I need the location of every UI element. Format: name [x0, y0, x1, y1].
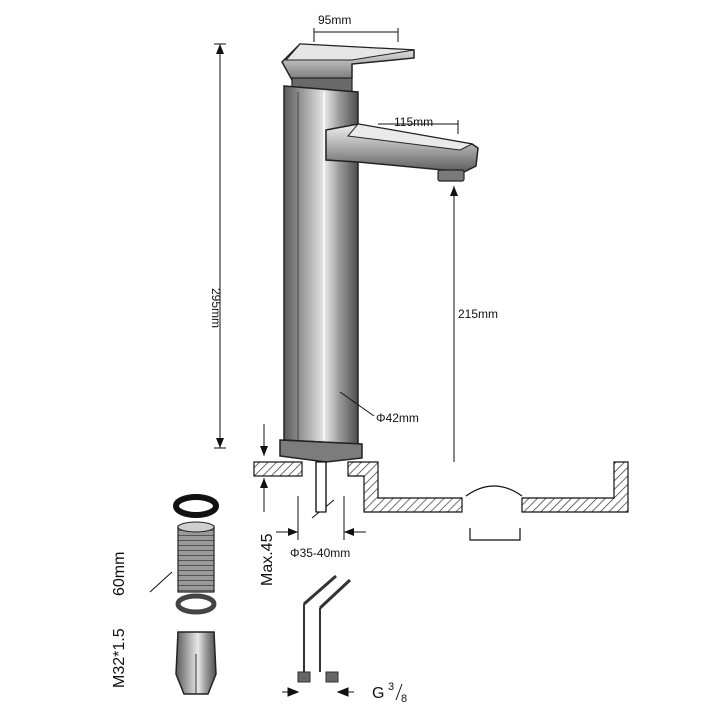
fraction-slash [395, 683, 403, 701]
label-spout-height: 215mm [458, 307, 498, 321]
supply-hoses [297, 574, 352, 683]
label-hose-thread-den: 8 [401, 693, 407, 705]
faucet-base [279, 439, 363, 463]
hose-thread-dimension [282, 687, 354, 697]
faucet [279, 43, 479, 463]
label-total-height: 295mm [209, 288, 223, 328]
metal-washer [175, 593, 217, 615]
spout-aerator [437, 169, 465, 182]
rubber-washer [173, 494, 219, 518]
label-spout-length: 115mm [394, 115, 433, 129]
label-body-diameter: Φ42mm [376, 411, 419, 425]
threaded-rod [177, 525, 215, 593]
label-thread-spec: M32*1.5 [111, 628, 128, 688]
basin-drain [465, 485, 523, 497]
label-hose-thread-prefix: G [372, 685, 384, 702]
label-hole-diameter: Φ35-40mm [290, 546, 350, 560]
label-hose-thread-num: 3 [388, 681, 394, 693]
counter-right-slab [347, 461, 463, 513]
label-handle-width: 95mm [318, 13, 351, 27]
counter-section [253, 461, 629, 541]
dimension-arrowheads [216, 44, 458, 536]
label-thread-length: 60mm [111, 552, 128, 596]
basin-right-wall [521, 461, 629, 513]
mounting-kit [149, 494, 219, 695]
counter-left-slab [253, 461, 303, 477]
label-max-thickness: Max.45 [259, 533, 276, 586]
